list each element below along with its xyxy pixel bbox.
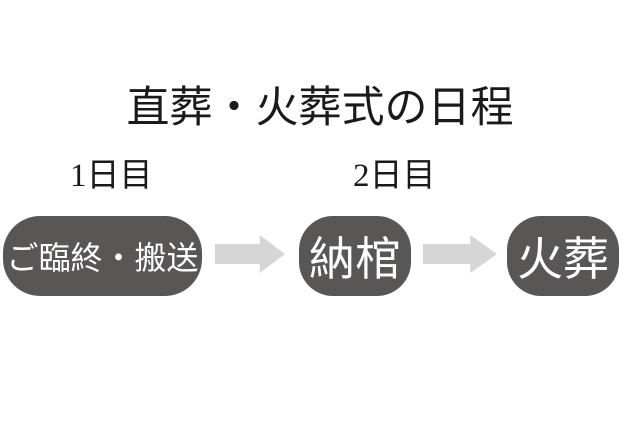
step-label: ご臨終・搬送	[6, 240, 199, 276]
step-cremation: 火葬	[507, 216, 619, 296]
step-encoffining: 納棺	[299, 216, 411, 296]
right-arrow-shape	[423, 235, 497, 273]
step-label: 火葬	[517, 233, 609, 285]
step-death-and-transport: ご臨終・搬送	[3, 216, 202, 296]
step-label: 納棺	[309, 233, 401, 285]
right-arrow-icon	[423, 235, 497, 273]
diagram-title: 直葬・火葬式の日程	[126, 85, 514, 132]
day-1-label: 1日目	[70, 158, 153, 194]
right-arrow-icon	[215, 235, 285, 273]
right-arrow-shape	[215, 235, 285, 273]
day-2-label: 2日目	[353, 158, 436, 194]
